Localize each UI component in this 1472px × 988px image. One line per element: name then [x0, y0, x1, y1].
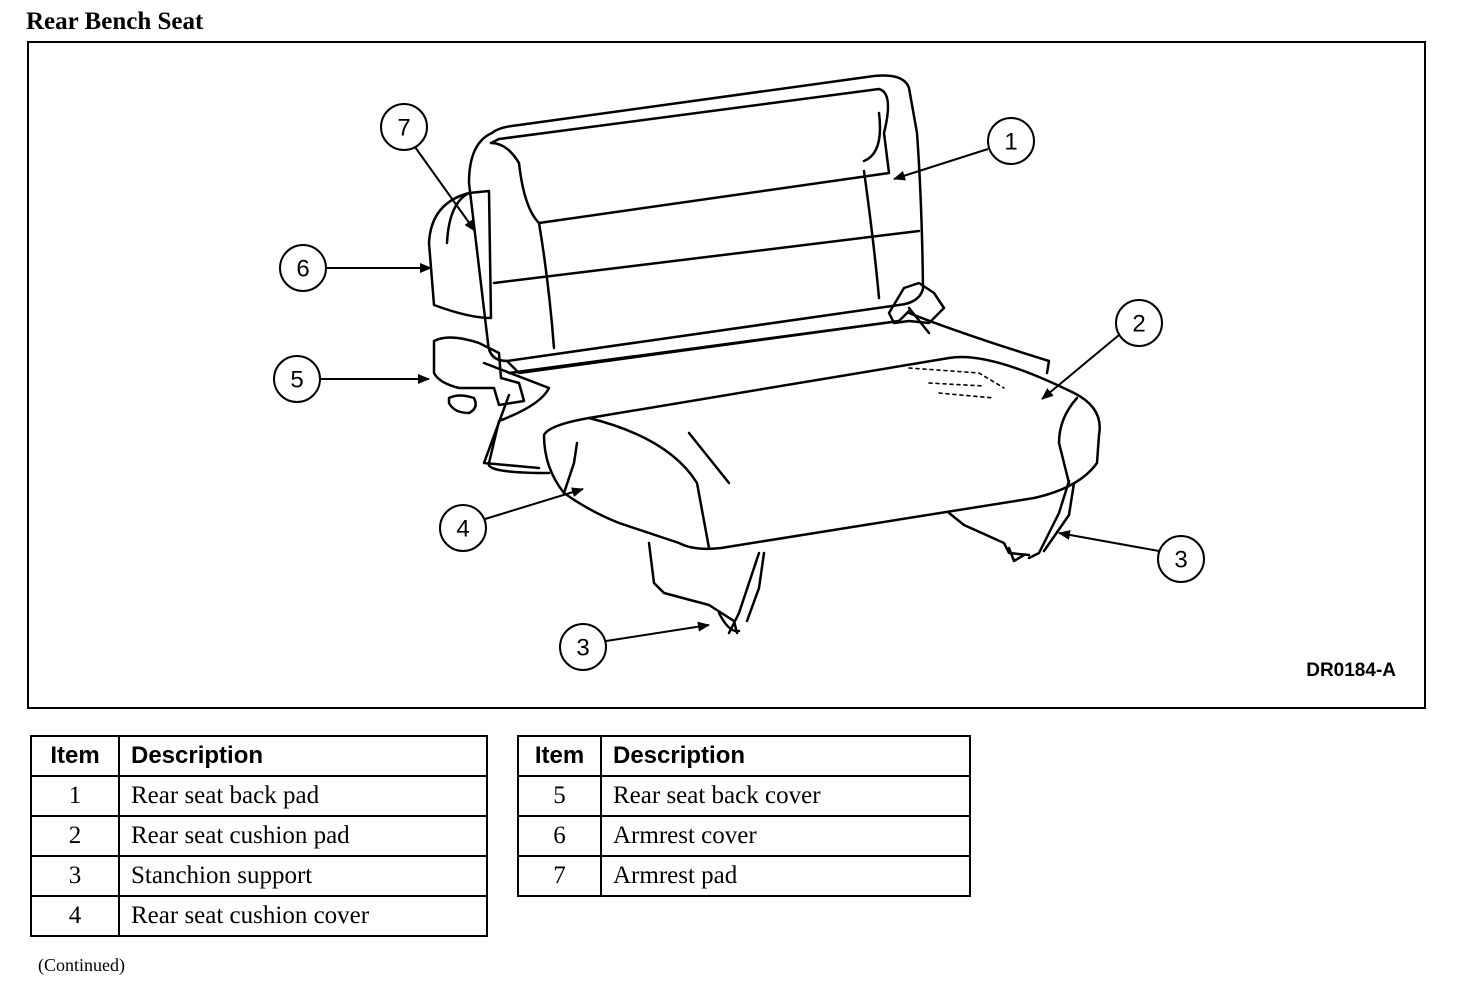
legend-table-right: Item Description 5 Rear seat back cover … — [517, 735, 971, 897]
leader-4 — [484, 487, 584, 520]
legend-row: 3 Stanchion support — [30, 855, 488, 897]
callout-2-circle — [1115, 299, 1163, 347]
leader-2 — [1041, 334, 1120, 400]
legend-header-row: Item Description — [30, 735, 488, 777]
item-description: Armrest cover — [600, 815, 971, 857]
callout-numbers: 7 6 5 1 2 4 3 3 — [290, 115, 1187, 662]
callout-circles — [273, 103, 1205, 671]
seat-back-top-panel — [489, 87, 891, 225]
callout-label: 1 — [1004, 129, 1017, 156]
column-header-item: Item — [30, 735, 120, 777]
seat-back-outline — [467, 74, 925, 363]
left-hinge — [432, 336, 526, 407]
item-description: Stanchion support — [118, 855, 488, 897]
legend-table-left: Item Description 1 Rear seat back pad 2 … — [30, 735, 488, 937]
callout-label: 2 — [1132, 311, 1145, 338]
column-header-description: Description — [600, 735, 971, 777]
item-number: 3 — [30, 855, 120, 897]
cushion-quilting — [908, 367, 1005, 399]
item-number: 2 — [30, 815, 120, 857]
item-description: Rear seat back cover — [600, 775, 971, 817]
item-description: Armrest pad — [600, 855, 971, 897]
callout-label: 3 — [1174, 547, 1187, 574]
item-number: 1 — [30, 775, 120, 817]
seat-cushion-outline — [542, 355, 1101, 551]
item-description: Rear seat cushion pad — [118, 815, 488, 857]
leader-7 — [414, 146, 476, 232]
legend-header-row: Item Description — [517, 735, 971, 777]
legend-row: 4 Rear seat cushion cover — [30, 895, 488, 937]
item-number: 7 — [517, 855, 602, 897]
seat-drawing — [427, 74, 1101, 635]
legend-row: 6 Armrest cover — [517, 815, 971, 857]
continued-note: (Continued) — [38, 955, 125, 975]
item-number: 5 — [517, 775, 602, 817]
legend-row: 7 Armrest pad — [517, 855, 971, 897]
callout-label: 3 — [576, 635, 589, 662]
right-hinge — [887, 281, 946, 325]
seat-back-rail — [505, 309, 911, 375]
page-title: Rear Bench Seat — [26, 8, 204, 35]
leader-3-right — [1058, 530, 1160, 552]
callout-label: 4 — [456, 516, 469, 543]
callout-leaders — [320, 146, 1160, 642]
item-number: 6 — [517, 815, 602, 857]
column-header-item: Item — [517, 735, 602, 777]
leader-1 — [893, 148, 989, 181]
armrest — [427, 189, 493, 320]
callout-1-circle — [987, 117, 1035, 165]
figure-code: DR0184-A — [1306, 660, 1396, 681]
callout-7-circle — [380, 103, 428, 151]
callout-label: 5 — [290, 367, 303, 394]
callout-3-left-circle — [559, 623, 607, 671]
callout-label: 7 — [397, 115, 410, 142]
item-description: Rear seat cushion cover — [118, 895, 488, 937]
front-right-leg — [947, 511, 1031, 557]
seat-illustration-frame: 7 6 5 1 2 4 3 3 DR0184-A — [27, 41, 1426, 709]
legend-row: 1 Rear seat back pad — [30, 775, 488, 817]
seat-illustration: 7 6 5 1 2 4 3 3 DR0184-A — [273, 74, 1396, 681]
callout-4-circle — [439, 504, 487, 552]
column-header-description: Description — [118, 735, 488, 777]
legend-row: 2 Rear seat cushion pad — [30, 815, 488, 857]
item-number: 4 — [30, 895, 120, 937]
callout-label: 6 — [296, 256, 309, 283]
item-description: Rear seat back pad — [118, 775, 488, 817]
legend-row: 5 Rear seat back cover — [517, 775, 971, 817]
callout-3-right-circle — [1157, 535, 1205, 583]
leader-3-left — [605, 621, 710, 642]
